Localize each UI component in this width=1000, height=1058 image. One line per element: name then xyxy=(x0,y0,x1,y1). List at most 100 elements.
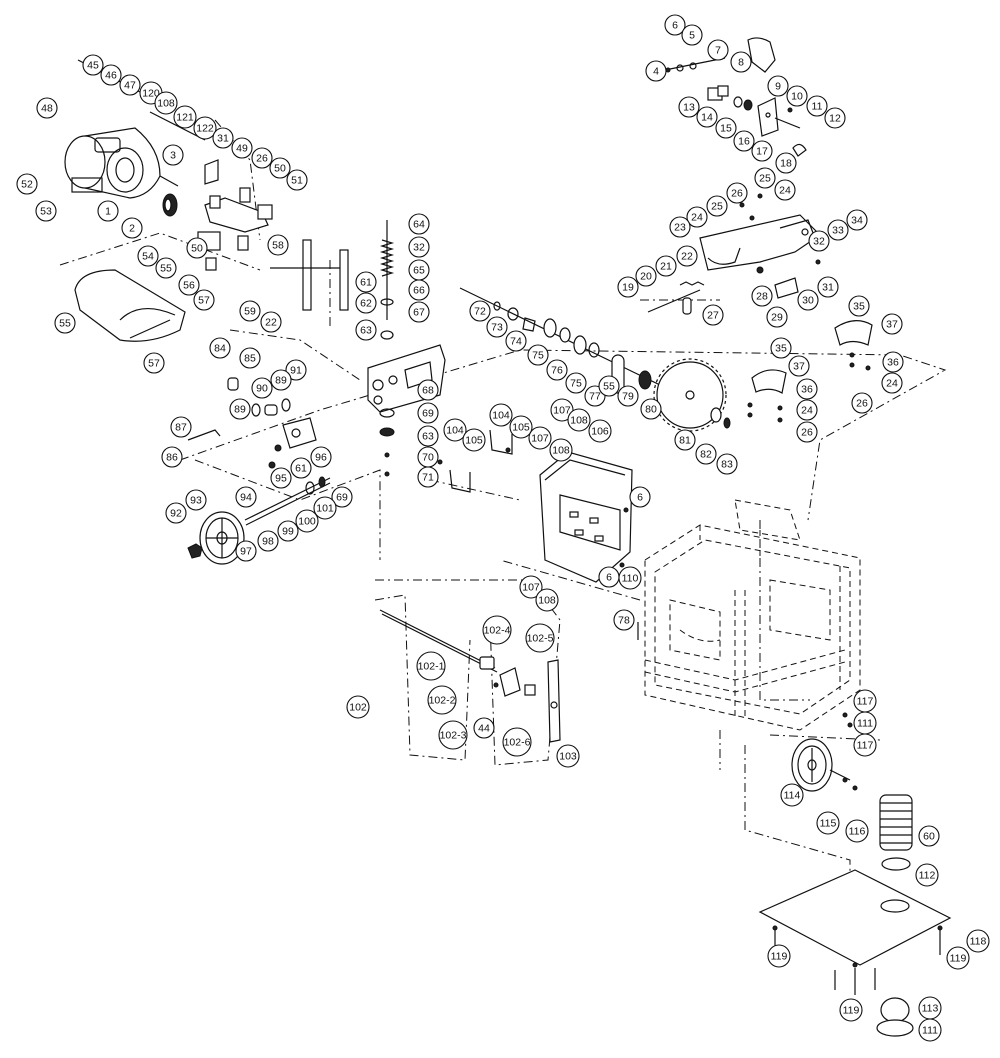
svg-text:32: 32 xyxy=(813,236,825,248)
callout-89: 89 xyxy=(229,398,251,420)
trunnion-rods xyxy=(270,239,349,311)
svg-text:102-5: 102-5 xyxy=(527,633,554,645)
svg-text:24: 24 xyxy=(779,185,791,197)
callout-118: 118 xyxy=(966,929,990,953)
svg-text:119: 119 xyxy=(771,951,788,963)
callout-24: 24 xyxy=(796,399,818,421)
callout-20: 20 xyxy=(635,265,657,287)
callout-121: 121 xyxy=(173,105,197,129)
svg-text:85: 85 xyxy=(244,353,256,365)
svg-text:100: 100 xyxy=(298,516,316,528)
callout-36: 36 xyxy=(882,351,904,373)
svg-text:10: 10 xyxy=(791,91,803,103)
callout-102-1: 102-1 xyxy=(416,651,446,681)
callout-49: 49 xyxy=(231,137,253,159)
handwheel-right xyxy=(791,712,858,792)
svg-text:17: 17 xyxy=(756,146,768,158)
callout-26: 26 xyxy=(796,421,818,443)
svg-text:66: 66 xyxy=(413,285,425,297)
svg-text:6: 6 xyxy=(637,492,643,504)
svg-text:1: 1 xyxy=(105,206,111,218)
callout-50: 50 xyxy=(186,237,208,259)
svg-text:4: 4 xyxy=(653,66,659,78)
svg-text:68: 68 xyxy=(422,385,434,397)
svg-text:81: 81 xyxy=(679,435,691,447)
callout-59: 59 xyxy=(239,300,261,322)
svg-text:55: 55 xyxy=(59,318,71,330)
callout-22: 22 xyxy=(676,245,698,267)
svg-text:108: 108 xyxy=(538,595,556,607)
callout-102-3: 102-3 xyxy=(438,720,468,750)
callout-119: 119 xyxy=(839,998,863,1022)
svg-text:36: 36 xyxy=(801,384,813,396)
callout-102-2: 102-2 xyxy=(427,685,457,715)
svg-text:69: 69 xyxy=(422,408,434,420)
svg-text:34: 34 xyxy=(851,215,863,227)
callout-24: 24 xyxy=(774,179,796,201)
callout-9: 9 xyxy=(767,75,789,97)
riving-knife-bracket xyxy=(647,193,821,315)
svg-text:52: 52 xyxy=(21,179,33,191)
svg-text:3: 3 xyxy=(170,150,176,162)
svg-text:96: 96 xyxy=(315,452,327,464)
callout-7: 7 xyxy=(707,39,729,61)
trunnions xyxy=(747,320,873,423)
callout-68: 68 xyxy=(417,379,439,401)
callout-94: 94 xyxy=(235,486,257,508)
svg-text:101: 101 xyxy=(316,503,334,515)
callout-117: 117 xyxy=(853,689,877,713)
svg-text:117: 117 xyxy=(857,696,874,708)
svg-text:121: 121 xyxy=(176,112,194,124)
svg-text:25: 25 xyxy=(759,173,771,185)
callout-1: 1 xyxy=(97,200,119,222)
callout-91: 91 xyxy=(285,359,307,381)
callout-85: 85 xyxy=(239,347,261,369)
svg-text:50: 50 xyxy=(191,243,203,255)
callout-102: 102 xyxy=(346,695,370,719)
callout-102-6: 102-6 xyxy=(502,727,532,757)
callout-61: 61 xyxy=(355,271,377,293)
svg-text:119: 119 xyxy=(950,953,967,965)
callout-82: 82 xyxy=(695,443,717,465)
svg-text:98: 98 xyxy=(262,536,274,548)
leadscrew-assembly xyxy=(379,609,561,743)
svg-text:16: 16 xyxy=(738,136,750,148)
callout-36: 36 xyxy=(796,378,818,400)
svg-text:47: 47 xyxy=(124,80,136,92)
callout-62: 62 xyxy=(355,292,377,314)
svg-text:105: 105 xyxy=(465,435,483,447)
callout-32: 32 xyxy=(808,230,830,252)
svg-text:35: 35 xyxy=(775,343,787,355)
callout-76: 76 xyxy=(546,359,568,381)
callout-81: 81 xyxy=(674,429,696,451)
svg-text:27: 27 xyxy=(707,310,719,322)
callout-106: 106 xyxy=(588,419,612,443)
callout-60: 60 xyxy=(918,825,940,847)
callout-52: 52 xyxy=(16,173,38,195)
callout-34: 34 xyxy=(846,209,868,231)
svg-text:12: 12 xyxy=(829,113,841,125)
svg-text:51: 51 xyxy=(291,175,303,187)
svg-text:36: 36 xyxy=(887,357,899,369)
callout-15: 15 xyxy=(715,117,737,139)
callout-8: 8 xyxy=(730,51,752,73)
callout-113: 113 xyxy=(918,996,942,1020)
callout-119: 119 xyxy=(767,944,791,968)
svg-text:102-1: 102-1 xyxy=(418,661,445,673)
svg-text:80: 80 xyxy=(645,404,657,416)
svg-text:92: 92 xyxy=(170,508,182,520)
callout-119: 119 xyxy=(946,946,970,970)
svg-text:24: 24 xyxy=(691,212,703,224)
callout-96: 96 xyxy=(310,446,332,468)
callout-32: 32 xyxy=(408,236,430,258)
svg-text:61: 61 xyxy=(295,463,307,475)
svg-text:54: 54 xyxy=(142,251,154,263)
callout-79: 79 xyxy=(617,385,639,407)
callout-107: 107 xyxy=(528,426,552,450)
callout-115: 115 xyxy=(816,811,840,835)
callout-112: 112 xyxy=(915,863,939,887)
callout-87: 87 xyxy=(170,416,192,438)
svg-text:99: 99 xyxy=(282,526,294,538)
svg-text:89: 89 xyxy=(234,404,246,416)
